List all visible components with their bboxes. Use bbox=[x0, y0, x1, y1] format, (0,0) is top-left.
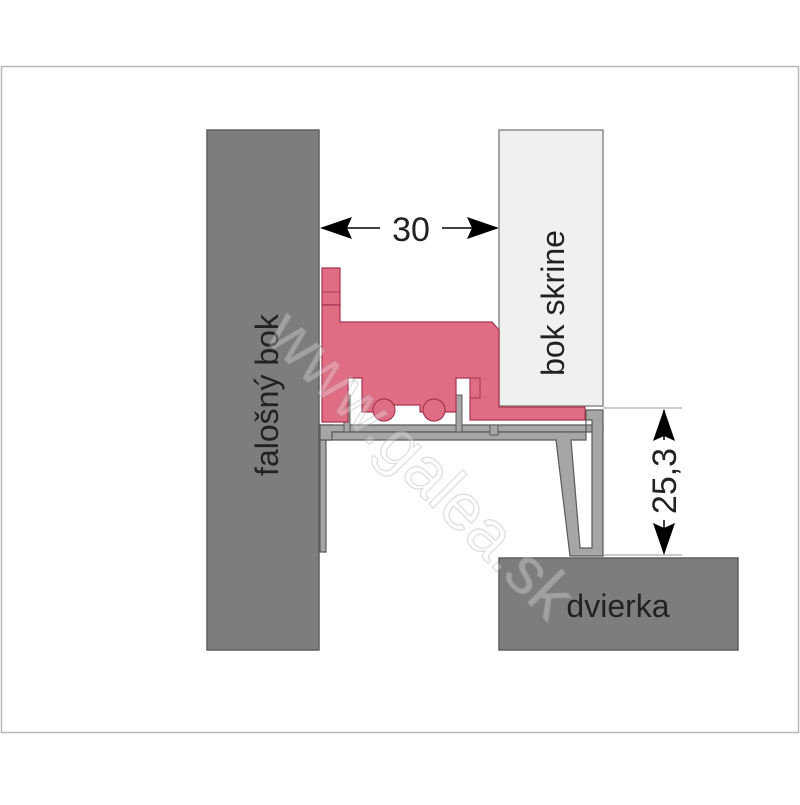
door-label: dvierka bbox=[566, 588, 669, 624]
height-dimension-value: 25,3 bbox=[646, 448, 684, 514]
false-side-panel bbox=[206, 129, 320, 651]
height-arrow-bottom bbox=[653, 523, 675, 555]
guide-runner bbox=[321, 267, 586, 423]
aluminium-profile bbox=[319, 394, 604, 557]
width-arrow-right bbox=[467, 217, 499, 239]
door-panel bbox=[498, 557, 739, 651]
guide-top-tab bbox=[321, 267, 341, 306]
profile-inner-wall-2 bbox=[455, 394, 463, 433]
cabinet-side-label: bok skrine bbox=[535, 230, 571, 376]
width-dimension-value: 30 bbox=[392, 211, 430, 249]
false-side-label: falošný bok bbox=[249, 313, 285, 476]
height-arrow-top bbox=[653, 409, 675, 441]
width-arrow-left bbox=[320, 217, 352, 239]
height-dimension: 25,3 bbox=[646, 409, 684, 555]
profile-c-section bbox=[331, 409, 604, 557]
guide-body bbox=[321, 304, 586, 423]
width-dimension: 30 bbox=[320, 211, 499, 249]
guide-roller-2 bbox=[422, 398, 446, 422]
cabinet-side-panel bbox=[498, 129, 604, 407]
guide-roller-1 bbox=[372, 398, 396, 422]
profile-inner-wall-3 bbox=[489, 424, 499, 436]
guide-hook bbox=[469, 377, 481, 399]
